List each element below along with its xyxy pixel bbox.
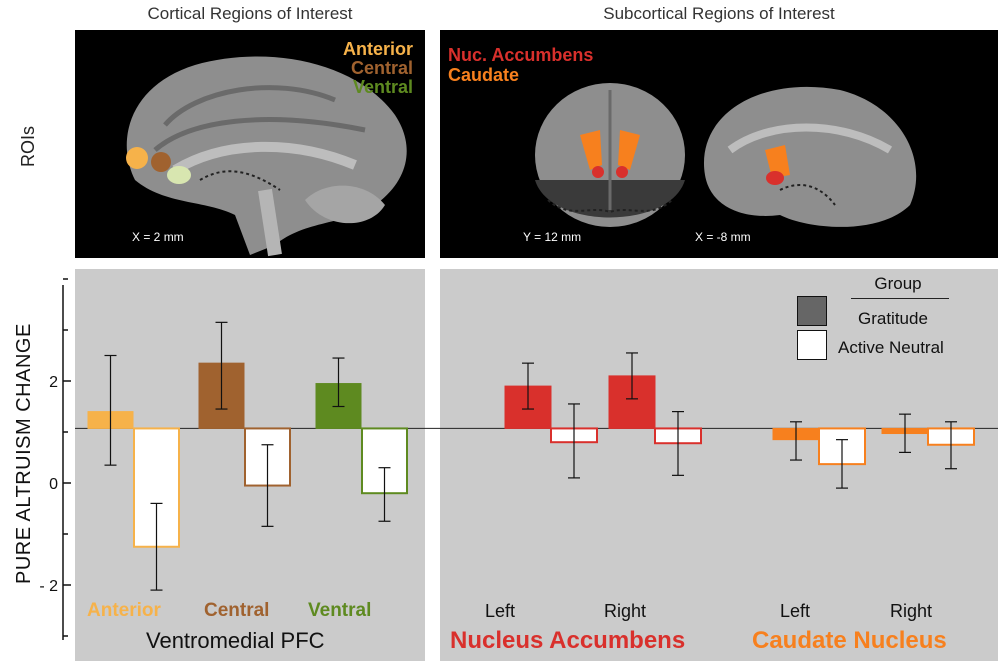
y-tick-label: 0	[49, 476, 58, 493]
cat-label-anterior: Anterior	[87, 600, 161, 621]
cortical-coord: X = 2 mm	[132, 230, 184, 244]
label-anterior: Anterior	[342, 39, 413, 59]
label-nuc-accumbens: Nuc. Accumbens	[448, 45, 594, 65]
sagittal-coord: X = -8 mm	[695, 230, 751, 244]
legend-label-gratitude: Gratitude	[858, 309, 928, 328]
legend-underline	[851, 298, 949, 299]
cortical-brain-panel: X = 2 mm Anterior Central Ventral	[75, 30, 425, 258]
label-caudate: Caudate	[448, 65, 520, 85]
subcortical-title: Subcortical Regions of Interest	[603, 4, 835, 23]
subcortical-chart-panel	[440, 269, 998, 661]
subcortical-brain-panel: Y = 12 mm X = -8 mm Nuc. Accumbens Cauda…	[440, 30, 998, 258]
label-central: Central	[350, 58, 413, 78]
cortical-title: Cortical Regions of Interest	[147, 4, 353, 23]
coronal-sagittal-brain-illustration	[535, 83, 917, 227]
group-label-caudate: Caudate Nucleus	[752, 627, 947, 654]
y-tick-label: 2	[49, 374, 58, 391]
lr-label-caudate-left: Left	[780, 601, 811, 621]
label-ventral: Ventral	[352, 77, 413, 97]
legend-swatch-gratitude	[797, 296, 827, 326]
legend-title: Group	[874, 274, 922, 293]
legend-swatch-active-neutral	[797, 330, 827, 360]
group-label-nacc: Nucleus Accumbens	[450, 627, 686, 654]
group-label-vmpfc: Ventromedial PFC	[146, 628, 325, 653]
legend-label-active-neutral: Active Neutral	[838, 338, 944, 357]
lr-label-nacc-left: Left	[485, 601, 516, 621]
cat-label-ventral: Ventral	[308, 600, 372, 621]
cat-label-central: Central	[204, 600, 270, 621]
y-tick-label: - 2	[39, 578, 58, 595]
lr-label-caudate-right: Right	[890, 601, 933, 621]
sagittal-brain-illustration	[126, 56, 407, 257]
lr-label-nacc-right: Right	[604, 601, 647, 621]
coronal-coord: Y = 12 mm	[523, 230, 582, 244]
